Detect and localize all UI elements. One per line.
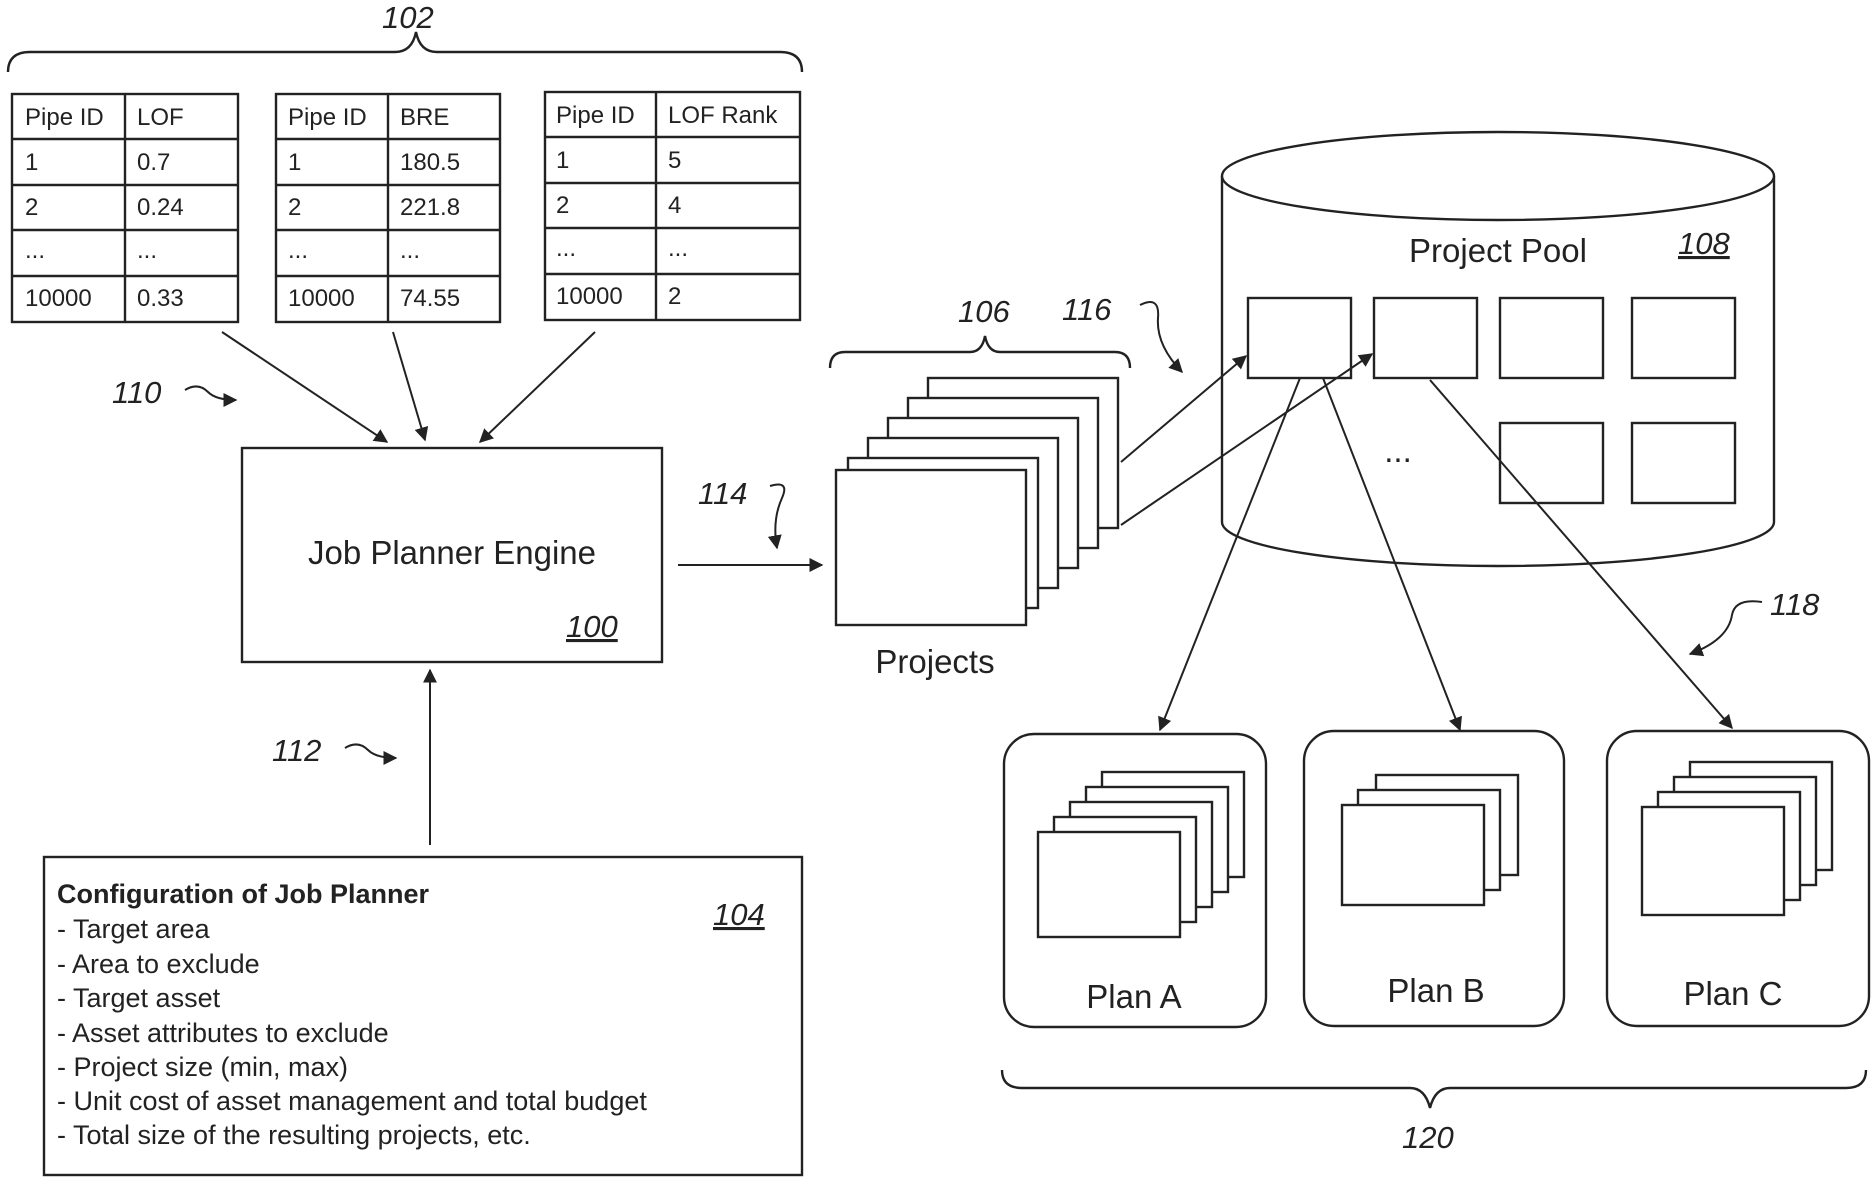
- table-bre: Pipe ID BRE 1 180.5 2 221.8 ... ... 1000…: [274, 92, 502, 324]
- ref-118-leader: [1688, 600, 1763, 657]
- config-item: - Unit cost of asset management and tota…: [57, 1086, 647, 1116]
- ref-112: 112: [272, 733, 321, 768]
- ref-112-leader: [344, 743, 398, 765]
- table-cell: 10000: [556, 283, 623, 310]
- plans-brace: [1000, 1069, 1868, 1109]
- plan-c-box: [1605, 729, 1871, 1028]
- ref-120: 120: [1402, 1120, 1454, 1155]
- plan-b-label: Plan B: [1387, 972, 1484, 1009]
- config-item: - Target asset: [57, 983, 221, 1013]
- ref-106: 106: [958, 294, 1010, 329]
- table-cell: 0.33: [137, 285, 184, 312]
- arrow-pool-plan-c: [1429, 379, 1733, 730]
- table-cell: 4: [668, 192, 681, 219]
- table-cell: 1: [288, 149, 301, 176]
- config-title: Configuration of Job Planner: [57, 879, 429, 909]
- table-cell: ...: [668, 235, 688, 262]
- config-item: - Area to exclude: [57, 949, 260, 979]
- table-cell: 5: [668, 147, 681, 174]
- ref-110: 110: [112, 375, 161, 410]
- ref-102: 102: [382, 0, 434, 35]
- table-cell: 0.24: [137, 194, 184, 221]
- table-cell: 2: [556, 192, 569, 219]
- config-item: - Target area: [57, 914, 211, 944]
- ref-110-leader: [184, 385, 238, 407]
- projects-brace: [828, 335, 1132, 369]
- table-header: LOF Rank: [668, 102, 778, 129]
- configuration-box: [42, 855, 804, 1177]
- ref-114-leader: [767, 483, 786, 550]
- table-cell: 2: [668, 283, 681, 310]
- plan-b-box: [1302, 729, 1566, 1028]
- ref-100: 100: [566, 609, 618, 644]
- table-cell: ...: [137, 237, 157, 264]
- ref-108: 108: [1678, 226, 1730, 261]
- plan-c-label: Plan C: [1683, 975, 1782, 1012]
- table-cell: 1: [25, 149, 38, 176]
- table-lof: Pipe ID LOF 1 0.7 2 0.24 ... ... 10000 0…: [10, 92, 240, 324]
- plan-a-box: [1002, 732, 1268, 1029]
- table-header: Pipe ID: [288, 104, 367, 131]
- pool-label: Project Pool: [1409, 232, 1587, 269]
- table-cell: 180.5: [400, 149, 460, 176]
- plan-a-label: Plan A: [1086, 978, 1181, 1015]
- table-cell: 10000: [288, 285, 355, 312]
- table-cell: 74.55: [400, 285, 460, 312]
- arrow-pool-plan-a: [1158, 377, 1301, 732]
- ref-104: 104: [713, 897, 765, 932]
- table-cell: 10000: [25, 285, 92, 312]
- engine-label: Job Planner Engine: [308, 534, 596, 571]
- arrow-pool-plan-b: [1322, 377, 1462, 732]
- pool-projects: [1246, 296, 1737, 505]
- ref-116-leader: [1139, 301, 1183, 374]
- config-item: - Project size (min, max): [57, 1052, 348, 1082]
- ref-116: 116: [1062, 292, 1112, 327]
- ref-118: 118: [1770, 587, 1820, 622]
- table-cell: 0.7: [137, 149, 170, 176]
- config-item: - Total size of the resulting projects, …: [57, 1120, 531, 1150]
- table-header: BRE: [400, 104, 449, 131]
- config-item: - Asset attributes to exclude: [57, 1018, 389, 1048]
- table-header: Pipe ID: [25, 104, 104, 131]
- table-cell: 2: [25, 194, 38, 221]
- table-cell: ...: [288, 237, 308, 264]
- table-cell: 2: [288, 194, 301, 221]
- arrow-projects-pool-2: [1120, 353, 1374, 526]
- table-cell: 221.8: [400, 194, 460, 221]
- table-cell: 1: [556, 147, 569, 174]
- job-planner-engine-box: [240, 446, 664, 664]
- table-header: LOF: [137, 104, 184, 131]
- arrow-table3-engine: [478, 331, 596, 443]
- arrow-table2-engine: [392, 331, 429, 442]
- table-cell: ...: [25, 237, 45, 264]
- pool-ellipsis: ...: [1384, 432, 1412, 469]
- arrow-table1-engine: [221, 331, 389, 443]
- projects-stack: [834, 376, 1120, 627]
- table-header: Pipe ID: [556, 102, 635, 129]
- arrow-projects-pool-1: [1120, 355, 1248, 463]
- table-cell: ...: [556, 235, 576, 262]
- table-cell: ...: [400, 237, 420, 264]
- ref-114: 114: [698, 476, 747, 511]
- projects-label: Projects: [875, 643, 994, 680]
- table-lof-rank: Pipe ID LOF Rank 1 5 2 4 ... ... 10000 2: [543, 90, 802, 322]
- tables-brace: [6, 31, 804, 73]
